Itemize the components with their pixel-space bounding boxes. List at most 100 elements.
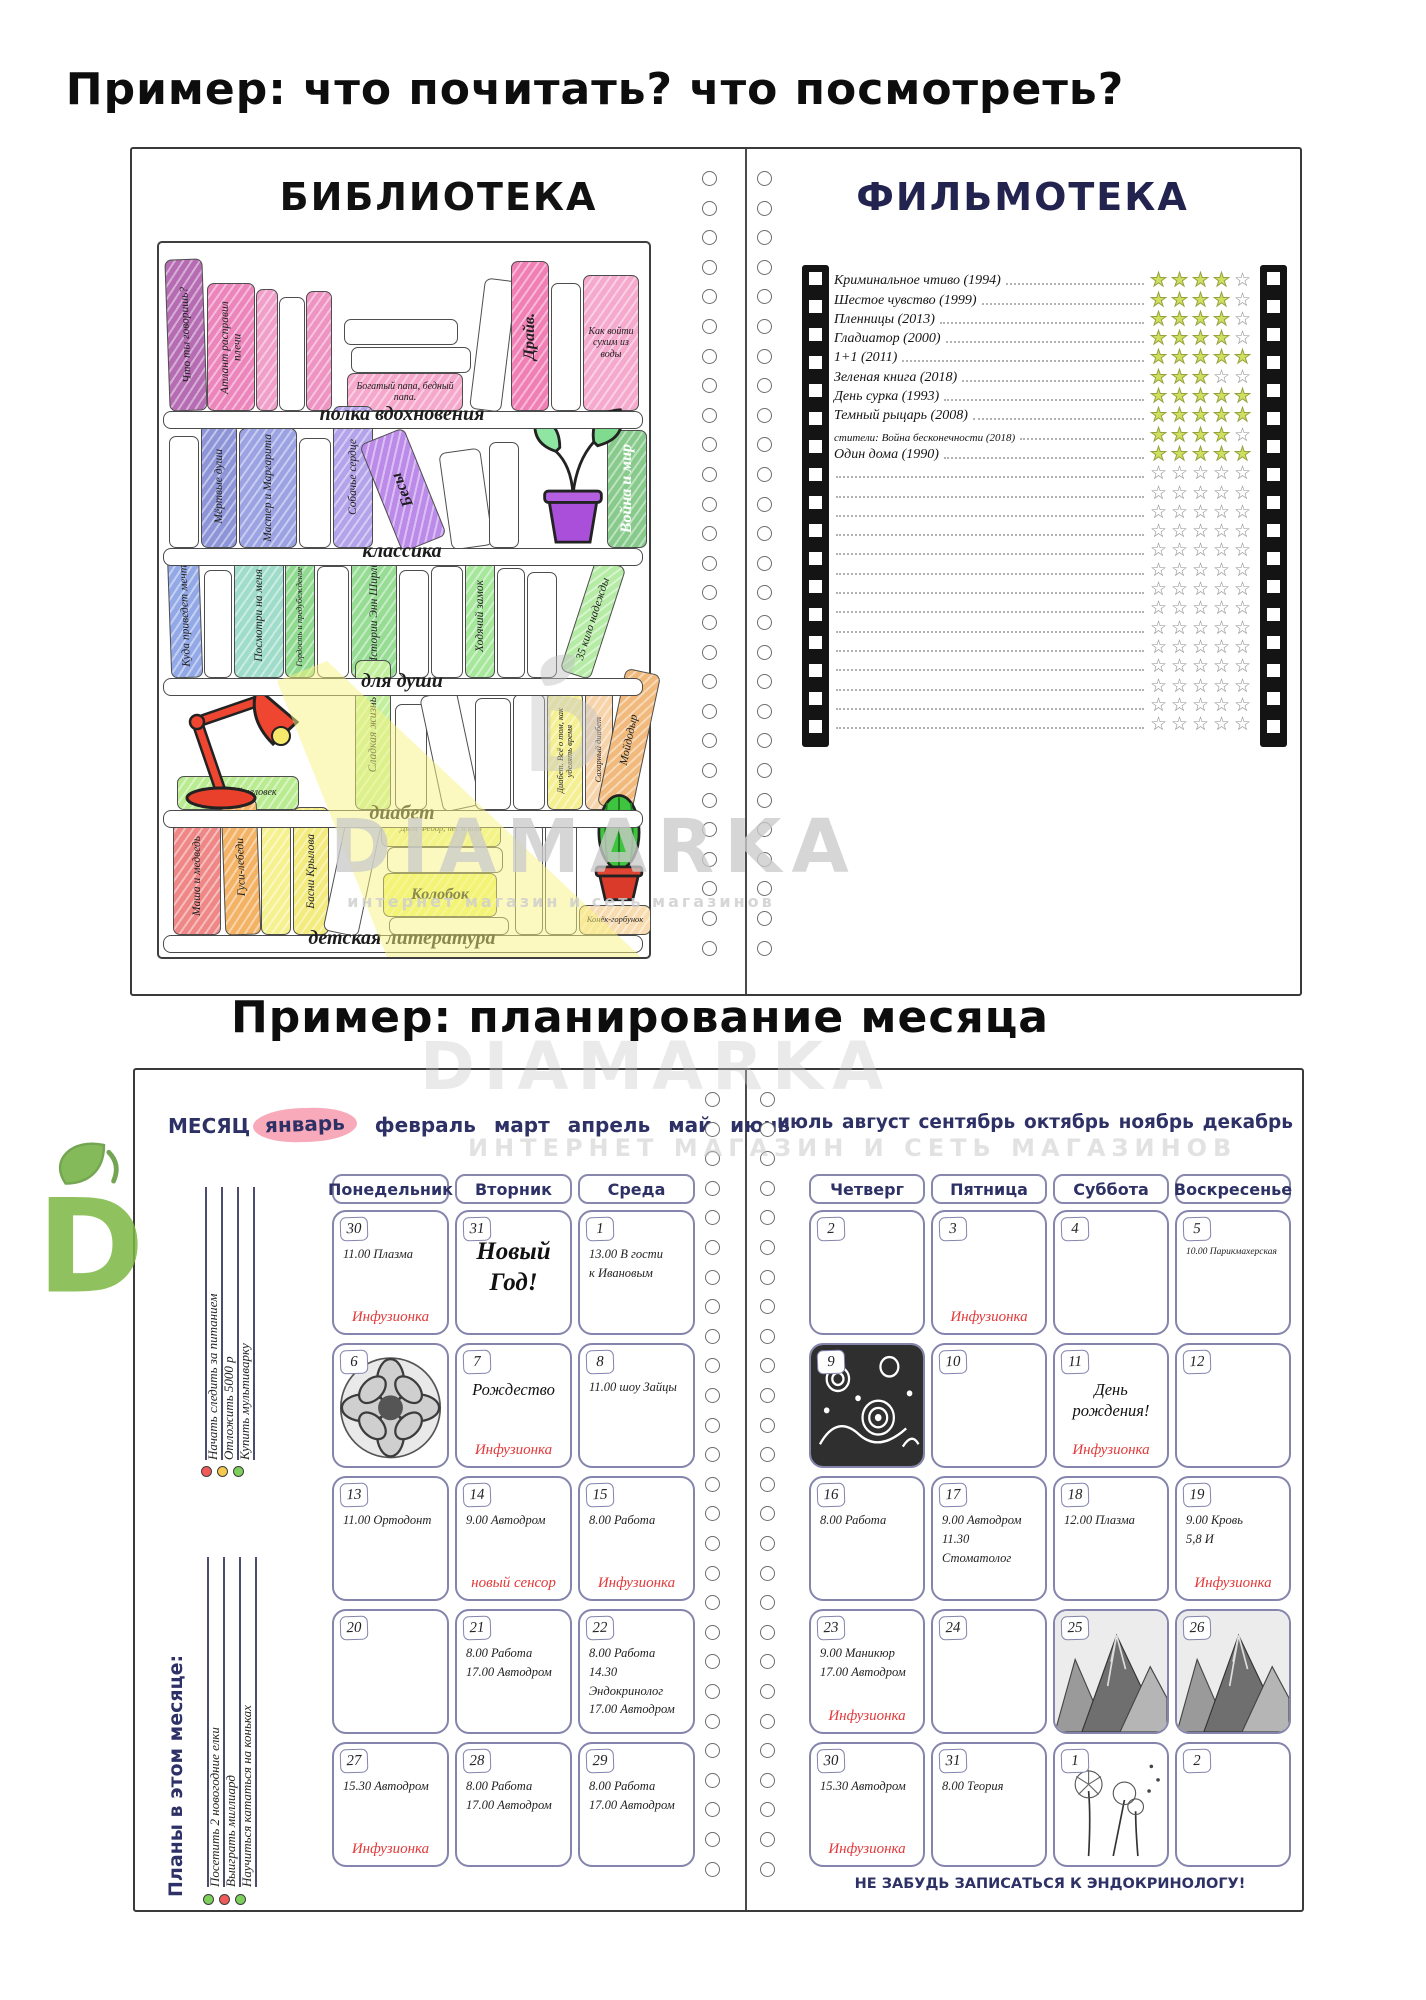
film-rating: ☆☆☆☆☆ [1148, 655, 1258, 678]
goal-dot-icon [203, 1894, 214, 1905]
calendar-cell: 31 8.00 Теория [931, 1742, 1047, 1867]
star-filled-icon: ★ [1191, 385, 1210, 408]
month-item: май [668, 1113, 713, 1137]
star-empty-icon: ☆ [1191, 693, 1210, 716]
date-badge: 31 [938, 1748, 968, 1774]
spiral-hole-icon [760, 1180, 775, 1196]
star-empty-icon: ☆ [1170, 674, 1189, 697]
star-empty-icon: ☆ [1191, 655, 1210, 678]
star-empty-icon: ☆ [1170, 481, 1189, 504]
dotted-line [836, 476, 1144, 479]
film-perforation [1267, 272, 1280, 740]
book-spine: Мастер и Маргарита [239, 428, 297, 548]
book-title: Басни Крылова [304, 833, 317, 909]
cell-big-note: Новый Год! [476, 1238, 551, 1297]
spiral-hole-icon [705, 1802, 720, 1818]
star-empty-icon: ☆ [1170, 462, 1189, 485]
film-title: Пленницы (2013) [834, 311, 935, 327]
dotted-line [962, 379, 1144, 382]
spiral-hole-icon [705, 1536, 720, 1551]
entry-line: 8.00 Работа [820, 1513, 887, 1527]
spiral-hole-icon [757, 822, 772, 838]
book-title: Мастер и Маргарита [261, 434, 274, 542]
date-badge: 19 [1182, 1482, 1212, 1508]
calendar-cell: 25 [1053, 1609, 1169, 1734]
film-title: 1+1 (2011) [834, 350, 898, 366]
spiral-hole-icon [760, 1092, 775, 1107]
calendar-cell: 26 [1175, 1609, 1291, 1734]
star-empty-icon: ☆ [1191, 462, 1210, 485]
spiral-hole-icon [705, 1269, 720, 1285]
star-filled-icon: ★ [1170, 404, 1189, 427]
entry-line: 8.00 Работа [589, 1646, 656, 1660]
film-row-empty: ☆☆☆☆☆ [834, 521, 1258, 541]
star-filled-icon: ★ [1191, 365, 1210, 388]
film-rating: ☆☆☆☆☆ [1148, 580, 1258, 599]
spiral-hole-icon [760, 1476, 775, 1492]
entry-line: 14.30 Эндокринолог [589, 1664, 664, 1698]
calendar-cell: 10 [931, 1343, 1047, 1468]
spiral-hole-icon [705, 1299, 720, 1315]
goal-dot-icon [219, 1894, 230, 1905]
spiral-hole-icon [760, 1772, 775, 1788]
star-empty-icon: ☆ [1233, 539, 1252, 562]
spiral-hole-icon [702, 881, 717, 897]
goal-dot-icon [217, 1466, 228, 1477]
book-title: Собачье сердце [346, 438, 359, 516]
spiral-hole-icon [705, 1861, 720, 1877]
spiral-hole-icon [702, 555, 717, 571]
star-empty-icon: ☆ [1149, 500, 1168, 523]
spiral-hole-icon [760, 1654, 775, 1670]
reminder-note: НЕ ЗАБУДЬ ЗАПИСАТЬСЯ К ЭНДОКРИНОЛОГУ! [854, 1876, 1246, 1892]
dotted-line [836, 669, 1144, 672]
entry-line: 11.00 Плазма [343, 1247, 413, 1261]
star-empty-icon: ☆ [1212, 539, 1231, 562]
notebook-spread-calendar: МЕСЯЦ январьфевральмартапрельмайиюнь июл… [133, 1068, 1304, 1912]
star-empty-icon: ☆ [1233, 462, 1252, 485]
film-rating: ★★★★☆ [1148, 423, 1258, 446]
spiral-hole-icon [760, 1536, 775, 1551]
star-empty-icon: ☆ [1212, 655, 1231, 678]
star-empty-icon: ☆ [1170, 616, 1189, 639]
cell-highlight-note: новый сенсор [471, 1575, 556, 1591]
book-spine-blank [438, 447, 494, 551]
film-title: стители: Война бесконечности (2018) [834, 431, 1016, 444]
star-filled-icon: ★ [1191, 423, 1210, 446]
entry-line: 11.00 Ортодонт [343, 1513, 432, 1527]
date-badge: 2 [1182, 1748, 1212, 1774]
spiral-hole-icon [757, 763, 772, 778]
star-filled-icon: ★ [1191, 442, 1210, 465]
entry-line: 5,8 И [1186, 1531, 1214, 1546]
entry-line: 15.30 Автодром [343, 1779, 429, 1793]
star-filled-icon: ★ [1212, 327, 1231, 350]
star-empty-icon: ☆ [1233, 558, 1252, 581]
film-rating: ☆☆☆☆☆ [1148, 522, 1258, 541]
date-badge: 29 [585, 1748, 615, 1774]
goal-ruled-line [207, 1557, 209, 1887]
entry-line: 17.00 Автодром [820, 1664, 906, 1679]
film-rating: ☆☆☆☆☆ [1148, 616, 1258, 639]
month-item: февраль [374, 1113, 476, 1137]
star-empty-icon: ☆ [1212, 674, 1231, 697]
film-row-empty: ☆☆☆☆☆ [834, 695, 1258, 714]
spiral-hole-icon [757, 585, 772, 601]
goal-ruled-line [239, 1557, 241, 1887]
spiral-hole-icon [705, 1180, 720, 1196]
star-filled-icon: ★ [1170, 346, 1189, 369]
entry-line: 8.00 Теория [942, 1779, 1004, 1793]
cell-entries: 11.00 Ортодонт [334, 1478, 447, 1530]
month-item: октябрь [1024, 1112, 1110, 1133]
book-spine-blank [395, 704, 427, 810]
spiral-hole-icon [757, 940, 772, 956]
entry-line: 8.00 Работа [589, 1513, 656, 1527]
spiral-hole-icon [757, 674, 772, 690]
film-row: Один дома (1990)★★★★★ [834, 442, 1258, 465]
film-title: Зеленая книга (2018) [834, 369, 958, 385]
